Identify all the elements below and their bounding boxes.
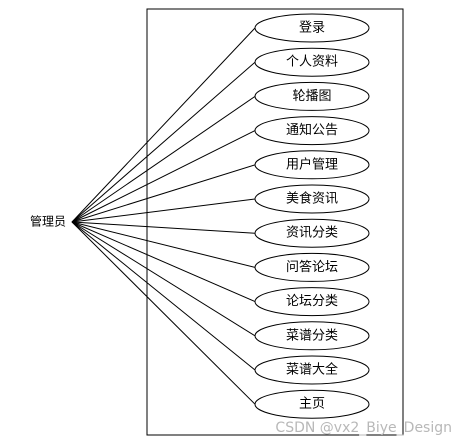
use-case-list: 登录个人资料轮播图通知公告用户管理美食资讯资讯分类问答论坛论坛分类菜谱分类菜谱大… (254, 13, 370, 419)
use-case-ellipse (254, 252, 370, 282)
use-case-user-mgmt: 用户管理 (254, 150, 370, 180)
actor-label: 管理员 (30, 214, 66, 229)
association-line-qa-forum (71, 221, 256, 268)
association-line-carousel (71, 95, 256, 223)
use-case-ellipse (254, 47, 370, 77)
use-case-label: 主页 (299, 397, 325, 412)
use-case-profile: 个人资料 (254, 47, 370, 77)
use-case-ellipse (254, 355, 370, 385)
association-line-home (71, 221, 256, 405)
use-case-label: 登录 (299, 21, 325, 36)
use-case-recipe-all: 菜谱大全 (254, 355, 370, 385)
association-line-user-mgmt (71, 164, 256, 223)
association-line-notice (71, 130, 256, 223)
use-case-ellipse (254, 287, 370, 317)
system-boundary (146, 8, 404, 436)
use-case-carousel: 轮播图 (254, 81, 370, 111)
use-case-notice: 通知公告 (254, 116, 370, 146)
use-case-news-category: 资讯分类 (254, 218, 370, 248)
association-line-food-news (71, 198, 256, 223)
use-case-ellipse (254, 13, 370, 43)
use-case-label: 资讯分类 (286, 226, 338, 241)
association-line-recipe-category (71, 221, 256, 337)
association-line-profile (71, 61, 256, 223)
use-case-ellipse (254, 116, 370, 146)
use-case-food-news: 美食资讯 (254, 184, 370, 214)
use-case-label: 通知公告 (286, 122, 338, 138)
association-line-login (71, 27, 256, 223)
use-case-label: 菜谱大全 (286, 362, 338, 378)
association-lines (71, 27, 256, 405)
use-case-ellipse (254, 218, 370, 248)
use-case-label: 问答论坛 (286, 259, 338, 275)
use-case-label: 论坛分类 (286, 294, 338, 309)
use-case-ellipse (254, 81, 370, 111)
use-case-label: 美食资讯 (286, 191, 338, 207)
use-case-qa-forum: 问答论坛 (254, 252, 370, 282)
use-case-label: 菜谱分类 (286, 328, 338, 343)
use-case-home: 主页 (254, 389, 370, 419)
association-line-news-category (71, 221, 256, 234)
use-case-recipe-category: 菜谱分类 (254, 321, 370, 351)
watermark: CSDN @vx2_Biye_Design (275, 420, 452, 436)
use-case-login: 登录 (254, 13, 370, 43)
use-case-label: 个人资料 (286, 55, 338, 70)
use-case-ellipse (254, 184, 370, 214)
use-case-forum-category: 论坛分类 (254, 287, 370, 317)
use-case-ellipse (254, 321, 370, 351)
use-case-label: 用户管理 (286, 156, 338, 172)
use-case-ellipse (254, 389, 370, 419)
use-case-ellipse (254, 150, 370, 180)
use-case-label: 轮播图 (292, 89, 331, 104)
association-line-recipe-all (71, 221, 256, 371)
association-line-forum-category (71, 221, 256, 303)
